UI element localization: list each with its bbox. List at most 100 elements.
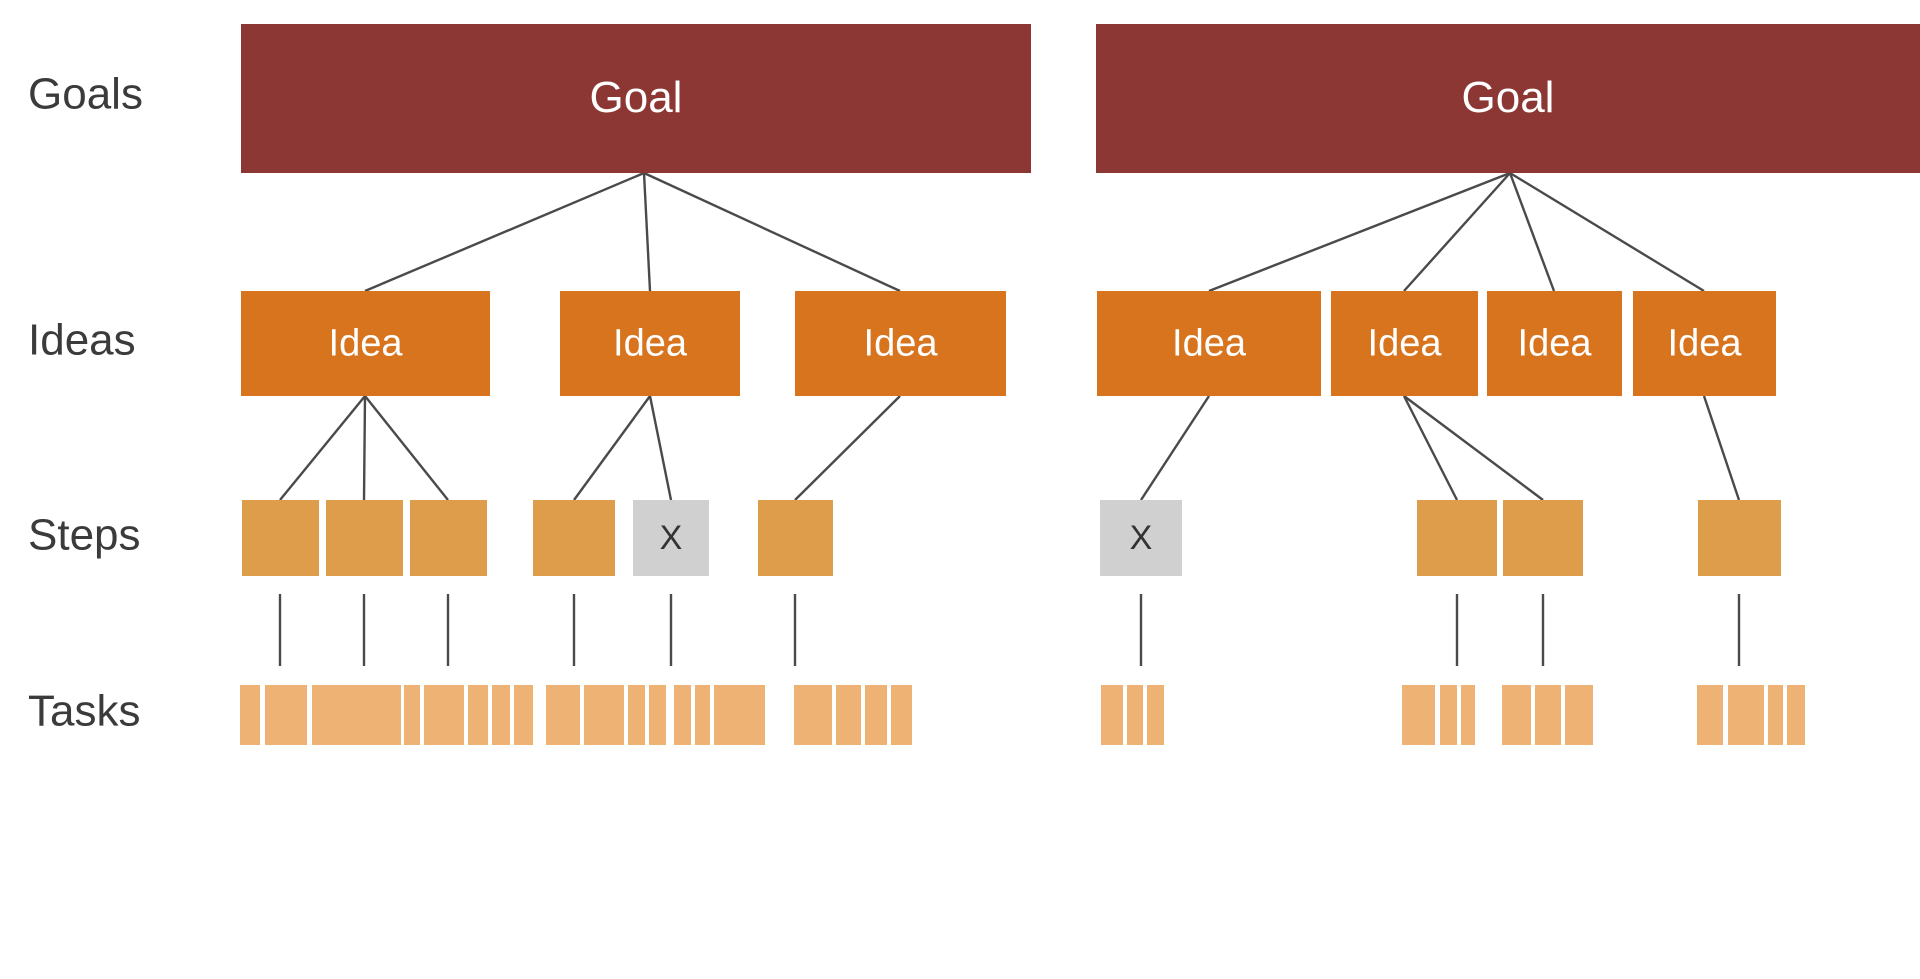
step-node[interactable] [1417, 500, 1497, 576]
goal-idea-connector-2 [643, 171, 901, 293]
step-node[interactable] [1698, 500, 1781, 576]
task-bar[interactable] [649, 685, 666, 745]
idea-nodes: Idea Idea Idea Idea Idea Idea Idea [241, 291, 1776, 396]
step-to-task-stems [278, 594, 1741, 666]
idea-box[interactable] [241, 291, 490, 396]
step-box[interactable] [1417, 500, 1497, 576]
task-bar[interactable] [1728, 685, 1764, 745]
task-bar[interactable] [714, 685, 765, 745]
task-bar[interactable] [1697, 685, 1723, 745]
task-bar[interactable] [1768, 685, 1783, 745]
idea-label: Idea [1172, 323, 1247, 365]
task-bar[interactable] [240, 685, 260, 745]
idea-box[interactable] [560, 291, 740, 396]
idea-label: Idea [613, 323, 688, 365]
idea-box[interactable] [1097, 291, 1321, 396]
step-node[interactable] [326, 500, 403, 576]
row-label-ideas: Ideas [28, 316, 136, 365]
step-node-blocked[interactable]: X [633, 500, 709, 576]
task-bar[interactable] [492, 685, 510, 745]
idea-label: Idea [329, 323, 404, 365]
step-box[interactable] [633, 500, 709, 576]
step-box[interactable] [1698, 500, 1781, 576]
step-box[interactable] [533, 500, 615, 576]
goal-label: Goal [590, 73, 683, 122]
idea-node[interactable]: Idea [1487, 291, 1622, 396]
task-bar[interactable] [514, 685, 533, 745]
task-group [344, 685, 533, 745]
goal-idea-connector-4 [1403, 172, 1511, 292]
task-bar[interactable] [1101, 685, 1123, 745]
idea-label: Idea [1668, 323, 1743, 365]
task-bar[interactable] [1535, 685, 1561, 745]
task-group [1502, 685, 1593, 745]
step-node[interactable] [758, 500, 833, 576]
task-bar[interactable] [836, 685, 861, 745]
task-bar[interactable] [1461, 685, 1475, 745]
step-box[interactable] [326, 500, 403, 576]
step-box[interactable] [1503, 500, 1583, 576]
task-bar[interactable] [468, 685, 488, 745]
idea-step-connector-2 [364, 395, 449, 501]
step-box[interactable] [758, 500, 833, 576]
goal-box[interactable] [1096, 24, 1920, 173]
task-bar[interactable] [265, 685, 307, 745]
row-label-tasks: Tasks [28, 687, 140, 736]
idea-step-connector-4 [648, 395, 673, 501]
task-bar[interactable] [1565, 685, 1593, 745]
step-box[interactable] [242, 500, 319, 576]
idea-step-connector-1 [362, 395, 367, 501]
idea-label: Idea [864, 323, 939, 365]
step-node[interactable] [410, 500, 487, 576]
idea-step-connector-0 [279, 395, 366, 501]
task-bar[interactable] [344, 685, 401, 745]
idea-box[interactable] [1331, 291, 1478, 396]
goal-idea-connector-1 [642, 172, 652, 292]
task-bar[interactable] [1440, 685, 1457, 745]
task-bar[interactable] [404, 685, 420, 745]
step-blocked-x-icon: X [660, 519, 683, 557]
task-bar[interactable] [1502, 685, 1531, 745]
task-bar[interactable] [1402, 685, 1435, 745]
idea-step-connector-6 [1139, 395, 1211, 501]
idea-step-connector-8 [1403, 395, 1544, 501]
task-bar[interactable] [794, 685, 832, 745]
idea-node[interactable]: Idea [560, 291, 740, 396]
task-bar[interactable] [891, 685, 912, 745]
idea-box[interactable] [1633, 291, 1776, 396]
task-bar[interactable] [695, 685, 710, 745]
idea-node[interactable]: Idea [795, 291, 1006, 396]
task-bar[interactable] [1787, 685, 1805, 745]
task-group [674, 685, 765, 745]
step-node[interactable] [242, 500, 319, 576]
idea-node[interactable]: Idea [241, 291, 490, 396]
goal-node[interactable]: Goal [1096, 24, 1920, 173]
idea-label: Idea [1368, 323, 1443, 365]
idea-node[interactable]: Idea [1097, 291, 1321, 396]
step-node[interactable] [533, 500, 615, 576]
step-node[interactable] [1503, 500, 1583, 576]
task-bar[interactable] [584, 685, 624, 745]
step-box[interactable] [1100, 500, 1182, 576]
task-bar[interactable] [1127, 685, 1143, 745]
idea-node[interactable]: Idea [1633, 291, 1776, 396]
idea-node[interactable]: Idea [1331, 291, 1478, 396]
goal-nodes: Goal Goal [241, 24, 1920, 173]
goal-node[interactable]: Goal [241, 24, 1031, 173]
task-bar[interactable] [674, 685, 691, 745]
idea-box[interactable] [1487, 291, 1622, 396]
task-bar[interactable] [546, 685, 580, 745]
task-bar[interactable] [628, 685, 645, 745]
task-bar[interactable] [865, 685, 887, 745]
task-group [1101, 685, 1164, 745]
step-box[interactable] [410, 500, 487, 576]
idea-box[interactable] [795, 291, 1006, 396]
step-node-blocked[interactable]: X [1100, 500, 1182, 576]
task-bar[interactable] [424, 685, 464, 745]
idea-label: Idea [1518, 323, 1593, 365]
task-bar[interactable] [1147, 685, 1164, 745]
goal-box[interactable] [241, 24, 1031, 173]
